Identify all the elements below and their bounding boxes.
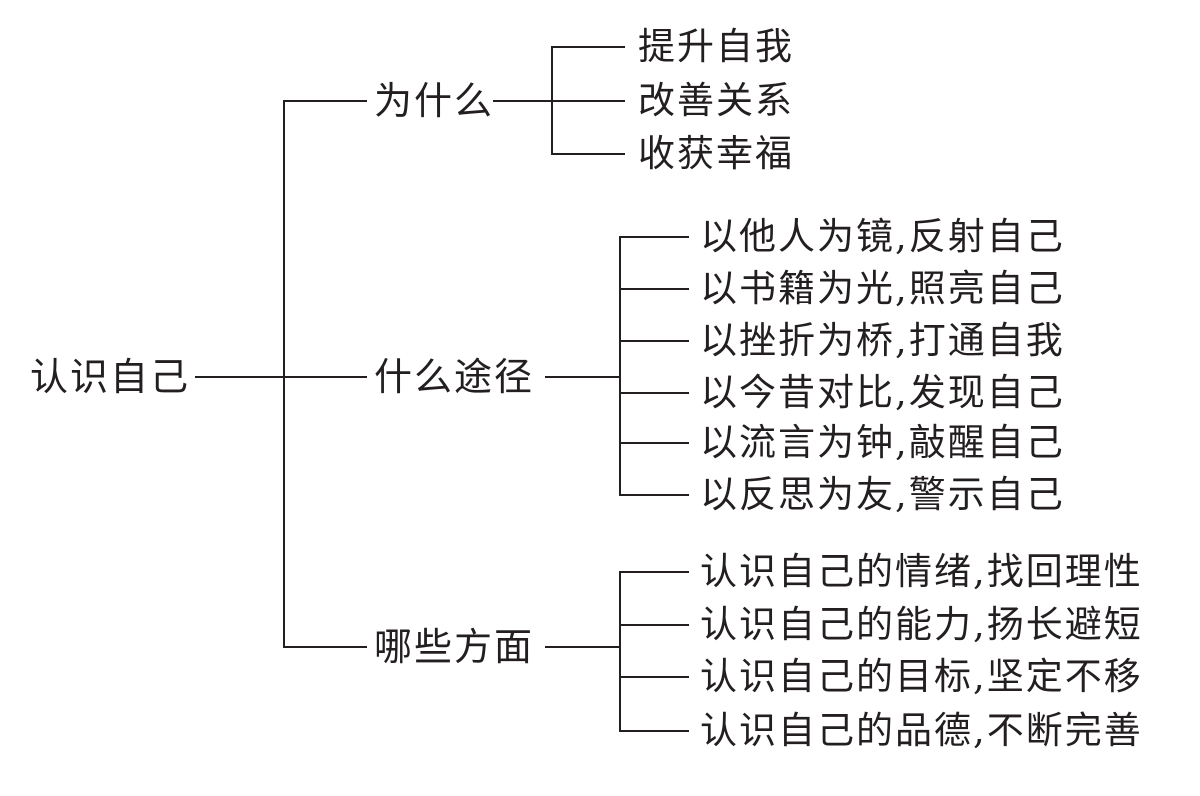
why-leaf-3: 收获幸福 (638, 132, 794, 175)
how-leaf-5: 以流言为钟,敲醒自己 (700, 421, 1065, 464)
branch-label-why: 为什么 (374, 79, 495, 123)
what-leaf-4: 认识自己的品德,不断完善 (700, 709, 1143, 752)
how-leaf-2: 以书籍为光,照亮自己 (700, 267, 1065, 310)
how-leaf-6: 以反思为友,警示自己 (700, 473, 1065, 516)
how-leaf-4: 以今昔对比,发现自己 (700, 371, 1065, 414)
what-leaf-2: 认识自己的能力,扬长避短 (700, 603, 1143, 646)
how-leaf-3: 以挫折为桥,打通自我 (700, 319, 1065, 362)
what-leaf-1: 认识自己的情绪,找回理性 (700, 550, 1143, 593)
branch-label-how: 什么途径 (374, 355, 535, 399)
branch-label-what: 哪些方面 (374, 625, 535, 669)
how-leaf-1: 以他人为镜,反射自己 (700, 215, 1065, 258)
why-leaf-1: 提升自我 (638, 25, 794, 68)
what-leaf-3: 认识自己的目标,坚定不移 (700, 655, 1143, 698)
root-label: 认识自己 (30, 355, 191, 399)
why-leaf-2: 改善关系 (638, 79, 794, 122)
